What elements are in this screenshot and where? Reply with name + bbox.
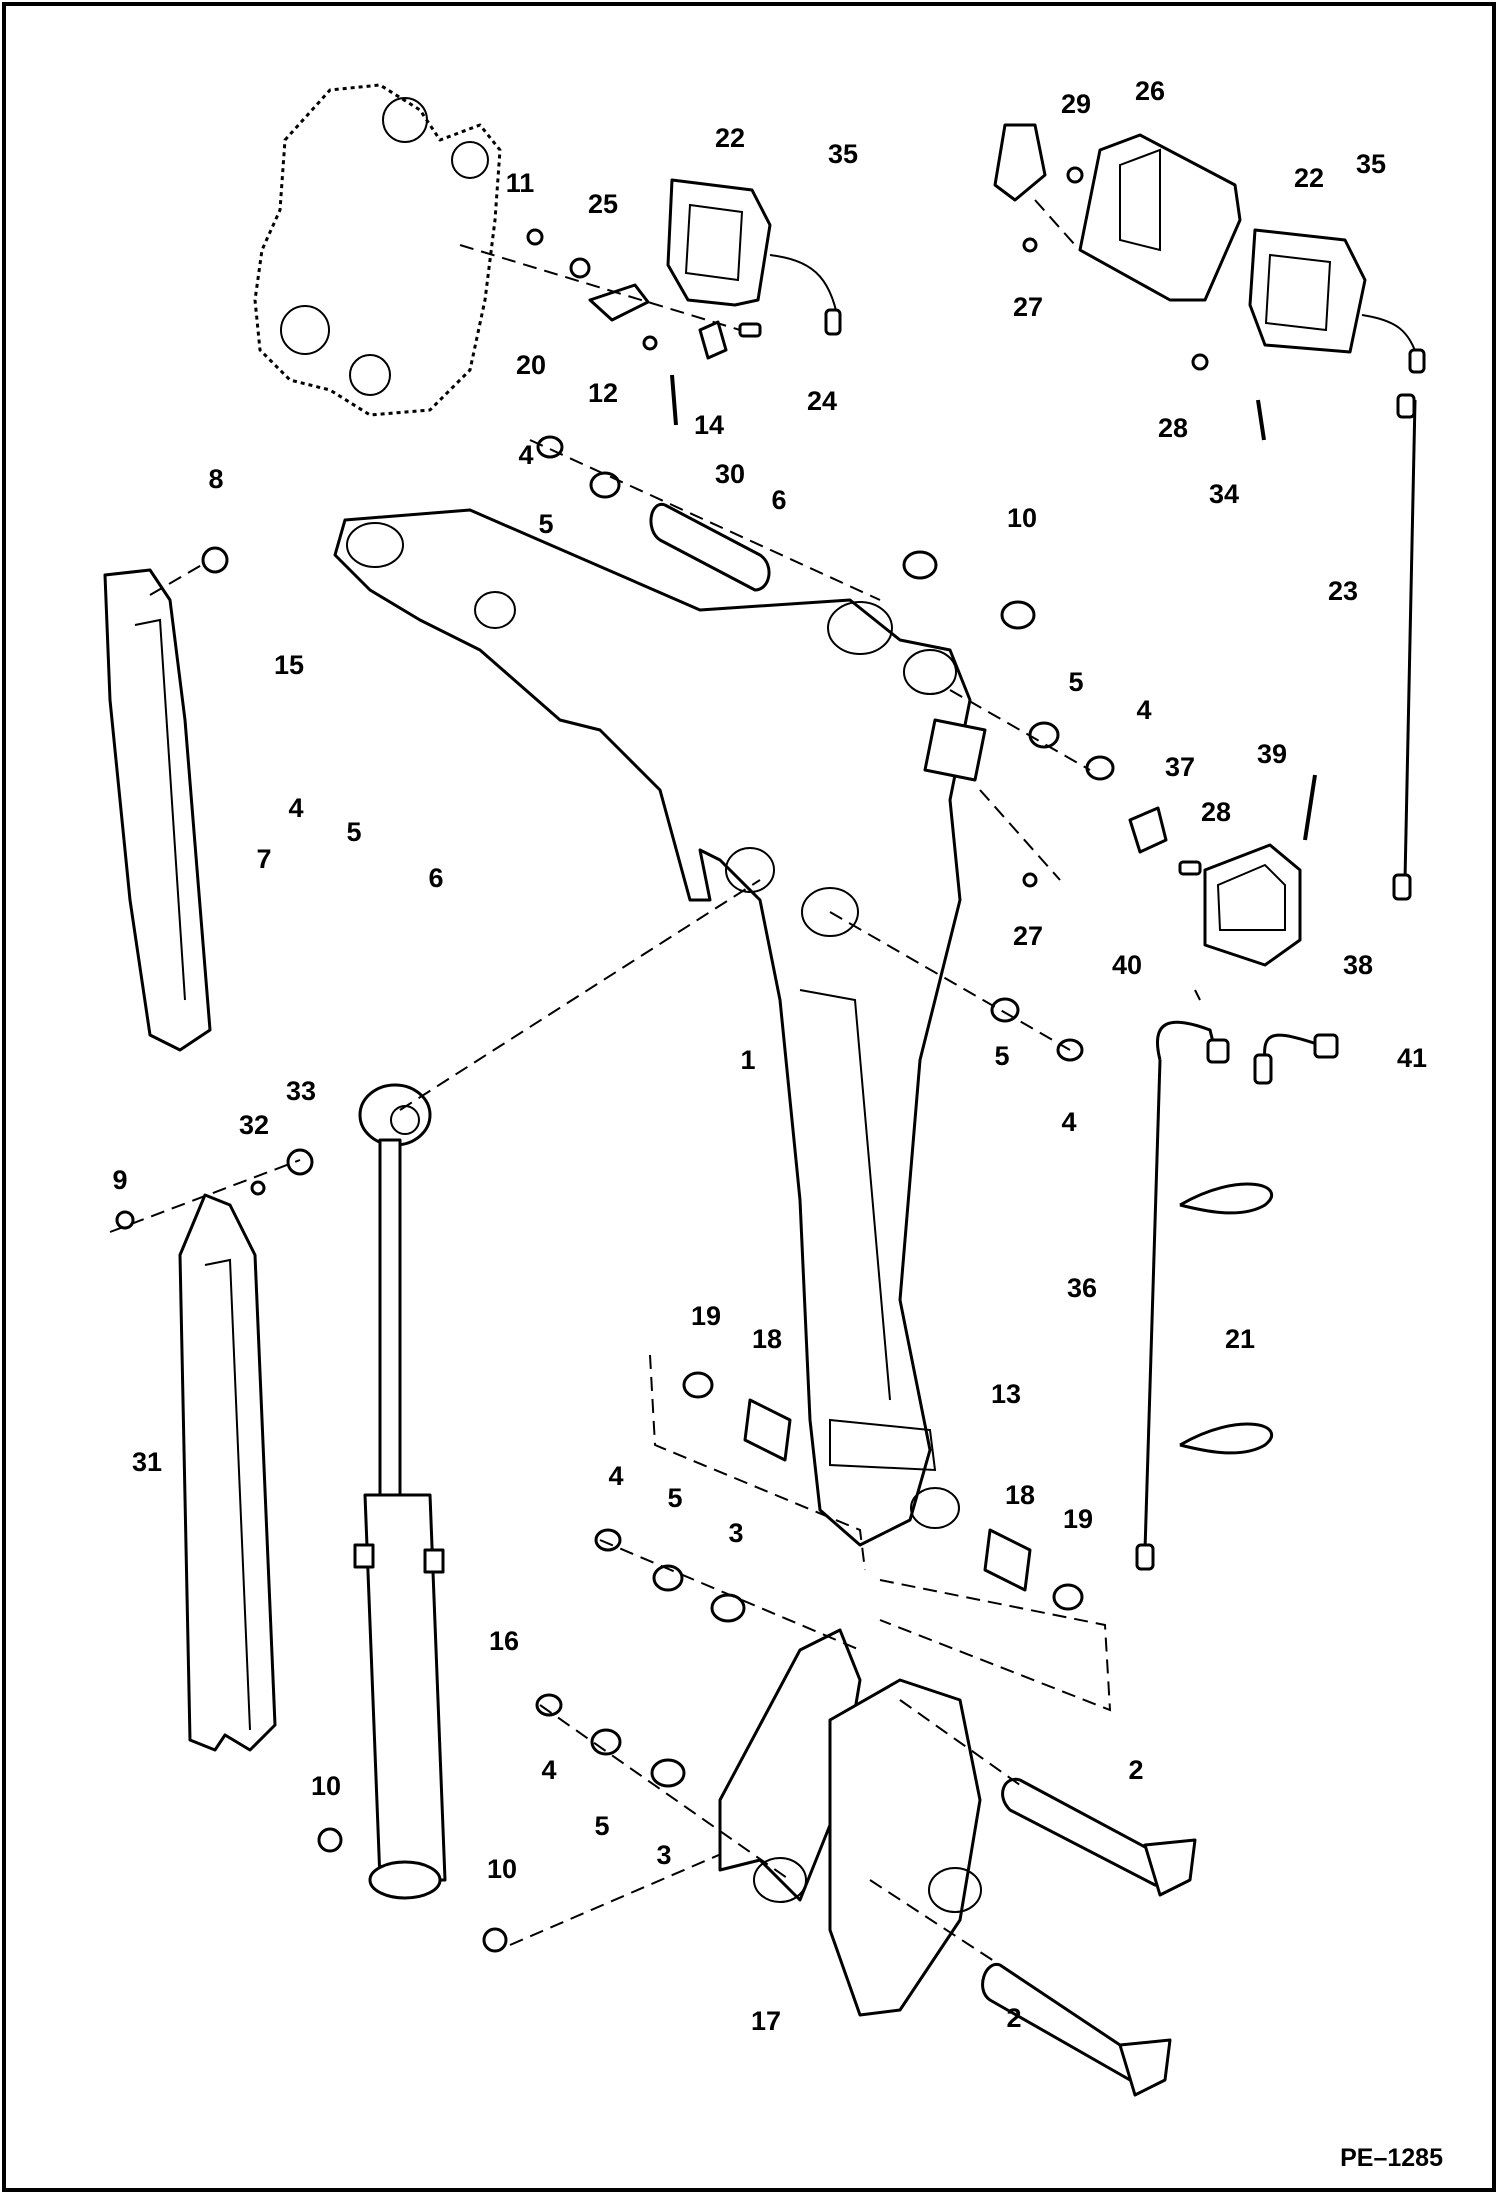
- callout-c18b: 18: [1005, 1480, 1035, 1510]
- callout-c11: 11: [506, 168, 535, 198]
- callout-c2b: 2: [1006, 2003, 1021, 2033]
- callout-c33: 33: [286, 1076, 316, 1106]
- callout-c6a: 6: [771, 485, 786, 515]
- callout-c35a: 35: [828, 139, 858, 169]
- callout-c1: 1: [740, 1045, 755, 1075]
- callout-c19b: 19: [1063, 1504, 1093, 1534]
- callout-c27b: 27: [1013, 921, 1043, 951]
- callout-c5c: 5: [346, 817, 361, 847]
- callout-c4a: 4: [518, 440, 533, 470]
- callout-c22b: 22: [1294, 163, 1324, 193]
- boom-arm: [333, 508, 987, 1547]
- callout-c2a: 2: [1128, 1755, 1143, 1785]
- callout-c5a: 5: [538, 509, 553, 539]
- callout-c15: 15: [274, 650, 304, 680]
- callout-c41: 41: [1397, 1043, 1427, 1073]
- callout-c20: 20: [516, 350, 546, 380]
- callout-c35b: 35: [1356, 149, 1386, 179]
- top-hardware: [459, 228, 762, 426]
- callout-c23: 23: [1328, 576, 1358, 606]
- callout-c14: 14: [694, 410, 724, 440]
- cable-ties: [1179, 1182, 1273, 1455]
- harness-23: [1256, 393, 1417, 901]
- callout-c28a: 28: [1158, 413, 1188, 443]
- callout-c40: 40: [1112, 950, 1142, 980]
- cover-7: [103, 546, 229, 1052]
- callout-c19a: 19: [691, 1301, 721, 1331]
- figure-id: PE–1285: [1340, 2144, 1443, 2172]
- callout-c22a: 22: [715, 123, 745, 153]
- callout-c3b: 3: [656, 1840, 671, 1870]
- callout-c37: 37: [1165, 752, 1195, 782]
- pivot-bracket: [718, 1628, 982, 2017]
- callout-c7: 7: [256, 844, 271, 874]
- callout-c16: 16: [489, 1626, 519, 1656]
- callout-c5b: 5: [1068, 667, 1083, 697]
- callout-c8: 8: [208, 464, 223, 494]
- callout-c21: 21: [1225, 1324, 1255, 1354]
- work-light-right: [1248, 228, 1426, 374]
- callout-c39: 39: [1257, 739, 1287, 769]
- callout-c13: 13: [991, 1379, 1021, 1409]
- callout-c10b: 10: [311, 1771, 341, 1801]
- callout-c18a: 18: [752, 1324, 782, 1354]
- callout-c32: 32: [239, 1110, 269, 1140]
- callout-c24: 24: [807, 386, 837, 416]
- cover-31: [109, 1148, 314, 1752]
- callout-c25: 25: [588, 189, 618, 219]
- work-light-left: [666, 178, 842, 336]
- cylinder-16: [317, 879, 801, 1953]
- callout-c30: 30: [715, 459, 745, 489]
- callout-c28b: 28: [1201, 797, 1231, 827]
- callout-c3a: 3: [728, 1518, 743, 1548]
- callout-c10a: 10: [1007, 503, 1037, 533]
- callout-c26: 26: [1135, 76, 1165, 106]
- callout-labels: 1223344444455555566789101010111213141516…: [112, 76, 1427, 2036]
- callout-c17: 17: [751, 2006, 781, 2036]
- callout-c9: 9: [112, 1165, 127, 1195]
- callout-c4f: 4: [541, 1755, 556, 1785]
- callout-c31: 31: [132, 1447, 162, 1477]
- callout-c10c: 10: [487, 1854, 517, 1884]
- callout-c29: 29: [1061, 89, 1091, 119]
- callout-c4b: 4: [1136, 695, 1151, 725]
- callout-c27a: 27: [1013, 292, 1043, 322]
- boom-hardware-right: [829, 689, 1317, 1062]
- swing-casting: [253, 83, 502, 417]
- harness-36: [1135, 1020, 1339, 1571]
- pin-washers-upper: [529, 435, 1036, 630]
- callout-c4e: 4: [608, 1461, 623, 1491]
- light-cover: [993, 123, 1242, 371]
- callout-c5e: 5: [667, 1483, 682, 1513]
- callout-c36: 36: [1067, 1273, 1097, 1303]
- boom-light: [1194, 843, 1302, 1001]
- callout-c34: 34: [1209, 479, 1239, 509]
- callout-c38: 38: [1343, 950, 1373, 980]
- callout-c5d: 5: [994, 1041, 1009, 1071]
- pins-2: [869, 1699, 1197, 2097]
- callout-c5f: 5: [594, 1811, 609, 1841]
- callout-c6b: 6: [428, 863, 443, 893]
- bushing-group: [535, 1354, 1112, 1881]
- callout-c4d: 4: [1061, 1107, 1076, 1137]
- callout-c4c: 4: [288, 793, 303, 823]
- callout-c12: 12: [588, 378, 618, 408]
